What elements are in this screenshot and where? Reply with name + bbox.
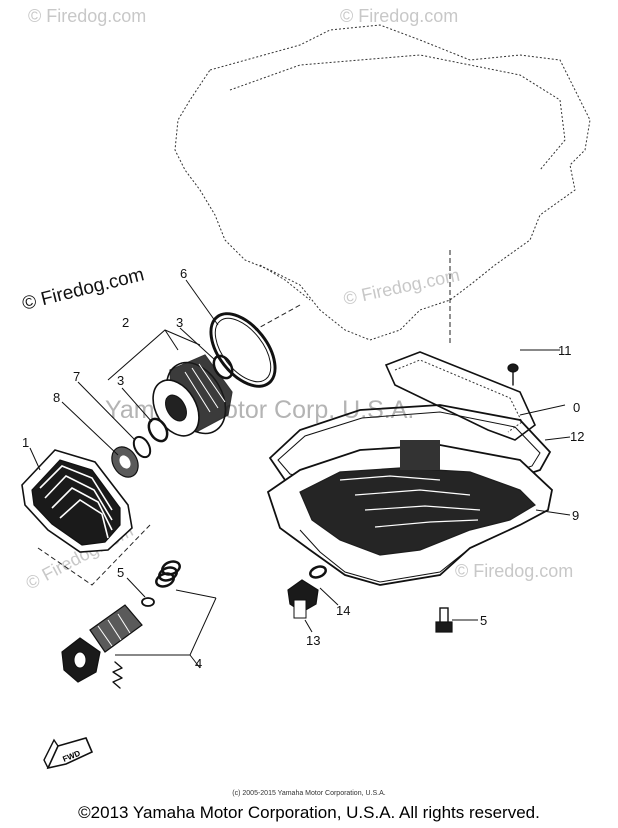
pan-bolt bbox=[435, 607, 453, 633]
washer bbox=[132, 435, 152, 459]
o-ring-relief bbox=[141, 597, 155, 607]
label-part-8: 8 bbox=[53, 390, 60, 405]
drain-bolt bbox=[287, 579, 319, 619]
label-part-13: 13 bbox=[306, 633, 320, 648]
filter-cover bbox=[21, 449, 133, 553]
relief-small-spring bbox=[112, 661, 123, 689]
footer-small-copyright: (c) 2005-2015 Yamaha Motor Corporation, … bbox=[232, 790, 386, 797]
oil-pan bbox=[266, 440, 553, 586]
relief-valve-bolt bbox=[61, 604, 143, 683]
o-ring-small-upper bbox=[212, 354, 234, 380]
bypass-spring bbox=[111, 446, 139, 478]
oil-filter-element bbox=[152, 354, 233, 437]
label-part-5-left: 5 bbox=[117, 565, 124, 580]
watermark-site-dark: © Firedog.com bbox=[20, 264, 146, 315]
watermark-top-center: © Firedog.com bbox=[340, 6, 458, 26]
label-part-7: 7 bbox=[73, 369, 80, 384]
leader-part-2 bbox=[164, 329, 179, 351]
engine-outline bbox=[174, 24, 591, 341]
leader-lines bbox=[29, 279, 571, 633]
label-part-1: 1 bbox=[22, 435, 29, 450]
label-part-12: 12 bbox=[570, 429, 584, 444]
screw-small bbox=[507, 363, 519, 386]
label-part-10: 0 bbox=[573, 400, 580, 415]
guide-line-oring bbox=[254, 304, 301, 331]
label-part-5-right: 5 bbox=[480, 613, 487, 628]
watermark-lower-right: © Firedog.com bbox=[455, 561, 573, 581]
guide-line-cover bbox=[37, 524, 151, 586]
o-ring-large bbox=[209, 312, 277, 388]
label-part-3-upper: 3 bbox=[176, 315, 183, 330]
watermark-top-left: © Firedog.com bbox=[28, 6, 146, 26]
label-part-3-lower: 3 bbox=[117, 373, 124, 388]
label-part-4: 4 bbox=[195, 656, 202, 671]
cover-plate bbox=[384, 351, 536, 441]
label-part-11: 11 bbox=[558, 343, 572, 358]
label-part-9: 9 bbox=[572, 508, 579, 523]
o-ring-small-lower bbox=[147, 417, 169, 443]
label-part-14: 14 bbox=[336, 603, 350, 618]
bracket-part-4-top bbox=[175, 589, 217, 599]
leader-part-4 bbox=[189, 654, 201, 669]
relief-spring bbox=[155, 560, 181, 588]
label-part-6: 6 bbox=[180, 266, 187, 281]
label-part-2: 2 bbox=[122, 315, 129, 330]
forward-arrow: FWD bbox=[43, 737, 94, 770]
footer-rights: ©2013 Yamaha Motor Corporation, U.S.A. A… bbox=[78, 803, 540, 822]
drain-washer bbox=[309, 565, 327, 579]
